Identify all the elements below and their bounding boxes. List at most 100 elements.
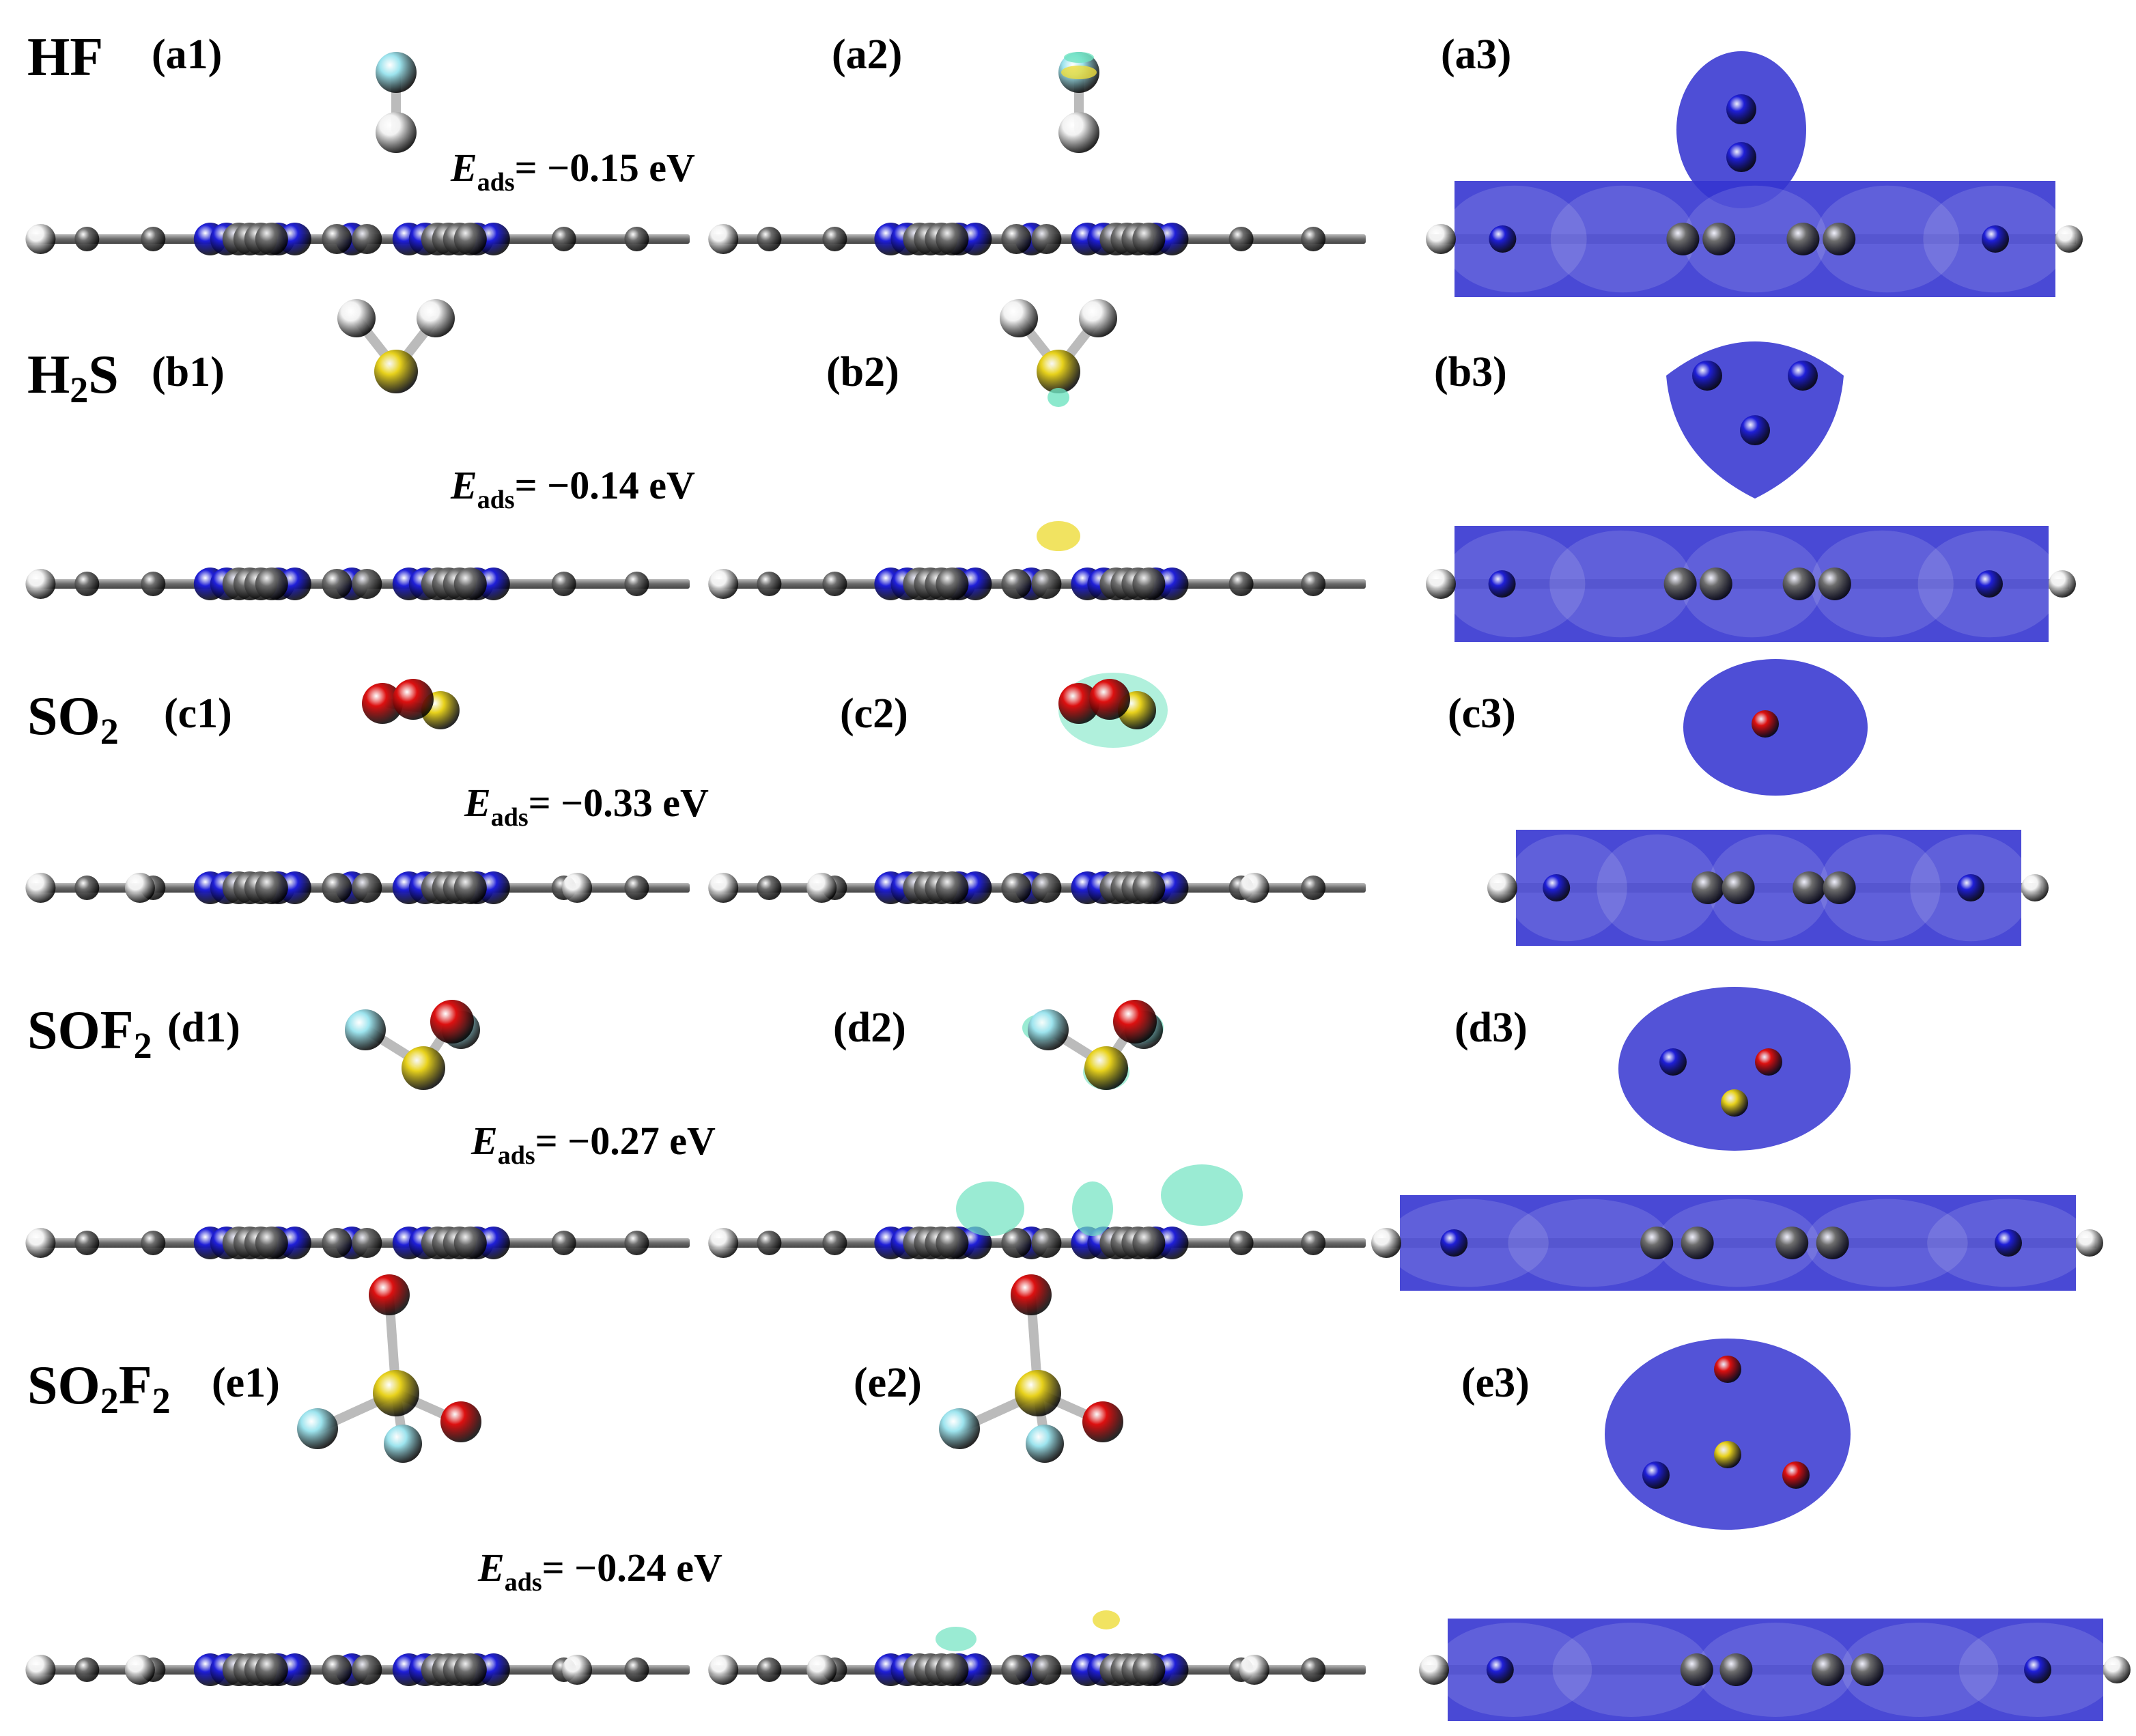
- structure-panel-1: [25, 299, 690, 600]
- density-isosurface: [1455, 181, 2055, 297]
- c-atom: [1680, 1653, 1713, 1686]
- density-lobe: [1508, 1199, 1670, 1287]
- substrate-sheet: [708, 1227, 1366, 1259]
- c-atom: [1001, 1228, 1032, 1258]
- electron-density-panel-3: [1419, 1339, 2131, 1721]
- density-lobe: [1549, 530, 1693, 638]
- o-atom: [369, 1274, 410, 1315]
- o-atom: [1782, 1461, 1810, 1489]
- c-atom: [74, 876, 100, 900]
- c-atom: [551, 572, 576, 596]
- c-atom: [255, 1227, 288, 1259]
- c-atom: [74, 572, 100, 596]
- o-atom: [362, 683, 403, 724]
- c-atom: [1666, 223, 1700, 255]
- n-atom: [477, 1653, 510, 1686]
- h-atom: [1371, 1228, 1401, 1258]
- c-atom: [1793, 871, 1826, 904]
- charge-accumulation-blob: [1161, 1164, 1243, 1226]
- density-isosurface: [1400, 1195, 2076, 1291]
- n-atom: [477, 568, 510, 600]
- h-atom: [562, 1655, 593, 1685]
- c-atom: [1001, 224, 1032, 254]
- h-atom: [806, 1655, 837, 1685]
- n-atom: [1995, 1229, 2022, 1257]
- n-atom: [278, 871, 311, 904]
- c-atom: [322, 224, 352, 254]
- c-atom: [1132, 871, 1166, 904]
- n-atom: [278, 568, 311, 600]
- s-atom: [373, 1370, 419, 1416]
- density-lobe: [1680, 530, 1823, 638]
- c-atom: [453, 1653, 487, 1686]
- c-atom: [74, 1657, 100, 1682]
- density-lobe: [1597, 834, 1718, 942]
- row-so2f2: SO2F2(e1)(e2)(e3)Eads= −0.24 eV: [25, 1274, 2131, 1721]
- c-atom: [1681, 1227, 1714, 1259]
- n-atom: [278, 1653, 311, 1686]
- adsorption-energy: Eads= −0.14 eV: [450, 463, 695, 514]
- n-atom: [1155, 223, 1189, 255]
- molecule-name: SOF2: [27, 1000, 152, 1066]
- c-atom: [1782, 568, 1816, 600]
- panel-label-d3: (d3): [1455, 1005, 1528, 1051]
- molecule-density-isosurface: [1676, 51, 1806, 208]
- charge-difference-panel-2: [708, 1274, 1366, 1686]
- panel-label-b1: (b1): [152, 349, 225, 395]
- h-atom: [708, 1655, 739, 1685]
- n-atom: [1489, 225, 1517, 253]
- o-atom: [1058, 683, 1099, 724]
- c-atom: [1786, 223, 1820, 255]
- c-atom: [1301, 227, 1326, 251]
- structure-panel-1: [25, 52, 690, 255]
- c-atom: [1640, 1227, 1674, 1259]
- panel-label-d1: (d1): [167, 1005, 240, 1051]
- panel-label-a3: (a3): [1441, 31, 1511, 78]
- c-atom: [1031, 224, 1062, 254]
- o-atom: [440, 1401, 481, 1442]
- h-atom: [708, 873, 739, 903]
- adsorption-energy: Eads= −0.33 eV: [464, 781, 709, 832]
- f-atom: [345, 1009, 386, 1050]
- c-atom: [1031, 873, 1062, 903]
- charge-accumulation-blob: [1072, 1181, 1113, 1236]
- o-atom: [1752, 710, 1779, 738]
- substrate-sheet: [25, 223, 690, 255]
- panel-label-e2: (e2): [854, 1360, 922, 1406]
- c-atom: [1031, 1228, 1062, 1258]
- c-atom: [1301, 1231, 1326, 1255]
- n-atom: [2024, 1656, 2051, 1683]
- row-h2s: H2S(b1)(b2)(b3)Eads= −0.14 eV: [25, 299, 2076, 642]
- charge-difference-panel-2: [708, 52, 1366, 255]
- s-atom: [374, 350, 418, 393]
- h-atom: [708, 569, 739, 599]
- f-atom: [1659, 1048, 1687, 1076]
- panel-label-a1: (a1): [152, 31, 222, 78]
- panel-label-e3: (e3): [1461, 1360, 1530, 1406]
- o-atom: [1755, 1048, 1782, 1076]
- o-atom: [1082, 1401, 1123, 1442]
- h-atom: [1726, 142, 1756, 172]
- n-atom: [1155, 568, 1189, 600]
- c-atom: [757, 227, 782, 251]
- n-atom: [1155, 1227, 1189, 1259]
- panel-label-a2: (a2): [832, 31, 902, 78]
- c-atom: [1001, 569, 1032, 599]
- charge-accumulation-blob: [956, 1181, 1024, 1236]
- f-atom: [376, 52, 417, 93]
- c-atom: [1228, 572, 1254, 596]
- n-atom: [477, 223, 510, 255]
- density-lobe: [1552, 1623, 1710, 1717]
- c-atom: [757, 876, 782, 900]
- c-atom: [352, 1228, 382, 1258]
- density-lobe: [1815, 185, 1960, 293]
- c-atom: [757, 1231, 782, 1255]
- density-lobe: [1683, 185, 1827, 293]
- n-atom: [1486, 1656, 1514, 1683]
- c-atom: [1722, 871, 1755, 904]
- c-atom: [1818, 568, 1851, 600]
- h-atom: [1000, 299, 1038, 337]
- f-atom: [939, 1408, 980, 1449]
- panel-label-c3: (c3): [1448, 690, 1516, 737]
- molecule-name: SO2F2: [27, 1356, 171, 1421]
